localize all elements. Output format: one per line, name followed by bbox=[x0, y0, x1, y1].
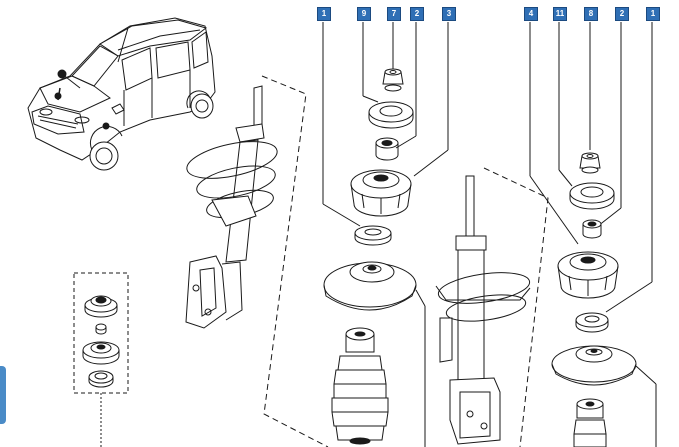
callout-badge: 9 bbox=[357, 7, 371, 21]
callout-badge: 2 bbox=[410, 7, 424, 21]
callout-badge: 11 bbox=[553, 7, 567, 21]
kit-box bbox=[73, 272, 129, 447]
center-parts-stack bbox=[322, 22, 449, 447]
right-strut-assembly bbox=[435, 167, 549, 447]
callout-badge: 1 bbox=[646, 7, 660, 21]
left-strut-assembly bbox=[185, 75, 329, 447]
callout-badge: 3 bbox=[442, 7, 456, 21]
callout-badge: 2 bbox=[615, 7, 629, 21]
side-panel-tab[interactable] bbox=[0, 366, 6, 424]
callout-badge: 8 bbox=[584, 7, 598, 21]
callout-badge: 1 bbox=[317, 7, 331, 21]
right-parts-stack bbox=[529, 22, 657, 447]
callout-badge: 7 bbox=[387, 7, 401, 21]
callout-badge: 4 bbox=[524, 7, 538, 21]
vehicle-illustration bbox=[27, 17, 216, 171]
